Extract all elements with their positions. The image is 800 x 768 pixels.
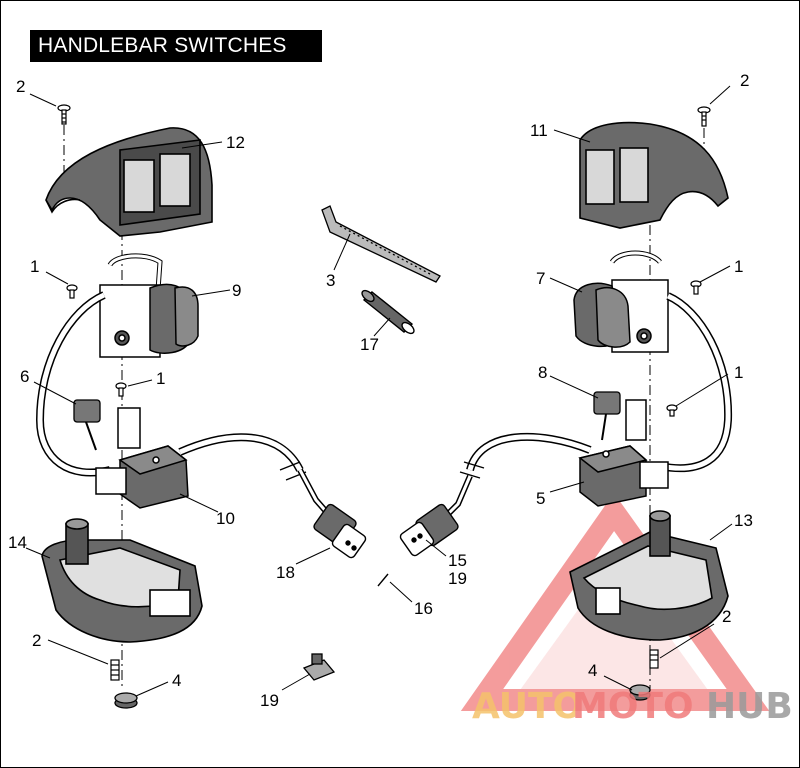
- switch-assembly-9: [99, 253, 199, 358]
- leader-lines: [25, 85, 733, 697]
- sleeve-17: [361, 289, 415, 335]
- callout-11: 11: [530, 121, 548, 140]
- callout-19-right: 19: [448, 569, 467, 588]
- switch-module-5: [578, 399, 669, 507]
- wire-harness-right: [466, 292, 733, 473]
- callout-4-left: 4: [172, 671, 181, 690]
- callout-7: 7: [536, 269, 545, 288]
- callout-15: 15: [448, 551, 467, 570]
- callout-13: 13: [734, 511, 753, 530]
- callout-3: 3: [326, 271, 335, 290]
- watermark-hub: HUB: [706, 686, 793, 727]
- callout-1-right-lower: 1: [734, 363, 743, 382]
- callout-2-bottom-left: 2: [32, 631, 41, 650]
- switch-module-10: [95, 407, 189, 509]
- callout-2-top-left: 2: [16, 77, 25, 96]
- screw-1-left-upper: [66, 284, 78, 299]
- harness-break-right: [459, 461, 485, 479]
- callout-8: 8: [538, 363, 547, 382]
- callout-10: 10: [216, 509, 235, 528]
- switch-assembly-7: [573, 250, 669, 353]
- connector-15: [399, 474, 473, 557]
- lower-switch-housing-14: [41, 518, 203, 643]
- callout-labels: 2 12 1 9 1 6 10 14 18 2 4 19 3 17 16 2 1…: [8, 71, 753, 710]
- callout-2-bottom-right: 2: [722, 607, 731, 626]
- callout-17: 17: [360, 335, 379, 354]
- screw-2-top-left: [57, 104, 71, 125]
- watermark-moto: MOTO: [572, 686, 694, 727]
- clip-19: [302, 653, 336, 681]
- watermark-text: AUTO MOTO HUB: [472, 686, 793, 727]
- callout-14: 14: [8, 533, 27, 552]
- screw-2-bottom-right: [649, 649, 659, 669]
- callout-2-top-right: 2: [740, 71, 749, 90]
- upper-switch-housing-11: [579, 121, 729, 229]
- screw-2-top-right: [697, 106, 711, 127]
- lower-switch-housing-13: [569, 510, 729, 641]
- connector-6: [73, 399, 101, 451]
- screw-2-bottom-left: [110, 659, 120, 681]
- watermark-auto: AUTO: [472, 686, 583, 727]
- cable-strap-3: [321, 205, 441, 283]
- callout-1-left-upper: 1: [30, 257, 39, 276]
- connector-18: [297, 468, 367, 559]
- grommet-4-left: [114, 692, 138, 709]
- connector-8: [593, 391, 621, 441]
- callout-4-right: 4: [588, 661, 597, 680]
- wire-harness-left: [35, 291, 304, 477]
- callout-1-right-upper: 1: [734, 257, 743, 276]
- callout-1-left-lower: 1: [156, 369, 165, 388]
- callout-16: 16: [414, 599, 433, 618]
- callout-19-bottom: 19: [260, 691, 279, 710]
- terminal-pin-16: [377, 573, 389, 587]
- callout-12: 12: [226, 133, 245, 152]
- grommet-4-right: [629, 684, 651, 701]
- screw-1-right-lower: [666, 404, 678, 417]
- callout-18: 18: [276, 563, 295, 582]
- callout-5: 5: [536, 489, 545, 508]
- screw-1-right-upper: [690, 280, 702, 295]
- callout-6: 6: [20, 367, 29, 386]
- screw-1-left-lower: [115, 382, 127, 397]
- page-title: HANDLEBAR SWITCHES: [30, 30, 322, 62]
- callout-9: 9: [232, 281, 241, 300]
- upper-switch-housing-12: [45, 127, 213, 237]
